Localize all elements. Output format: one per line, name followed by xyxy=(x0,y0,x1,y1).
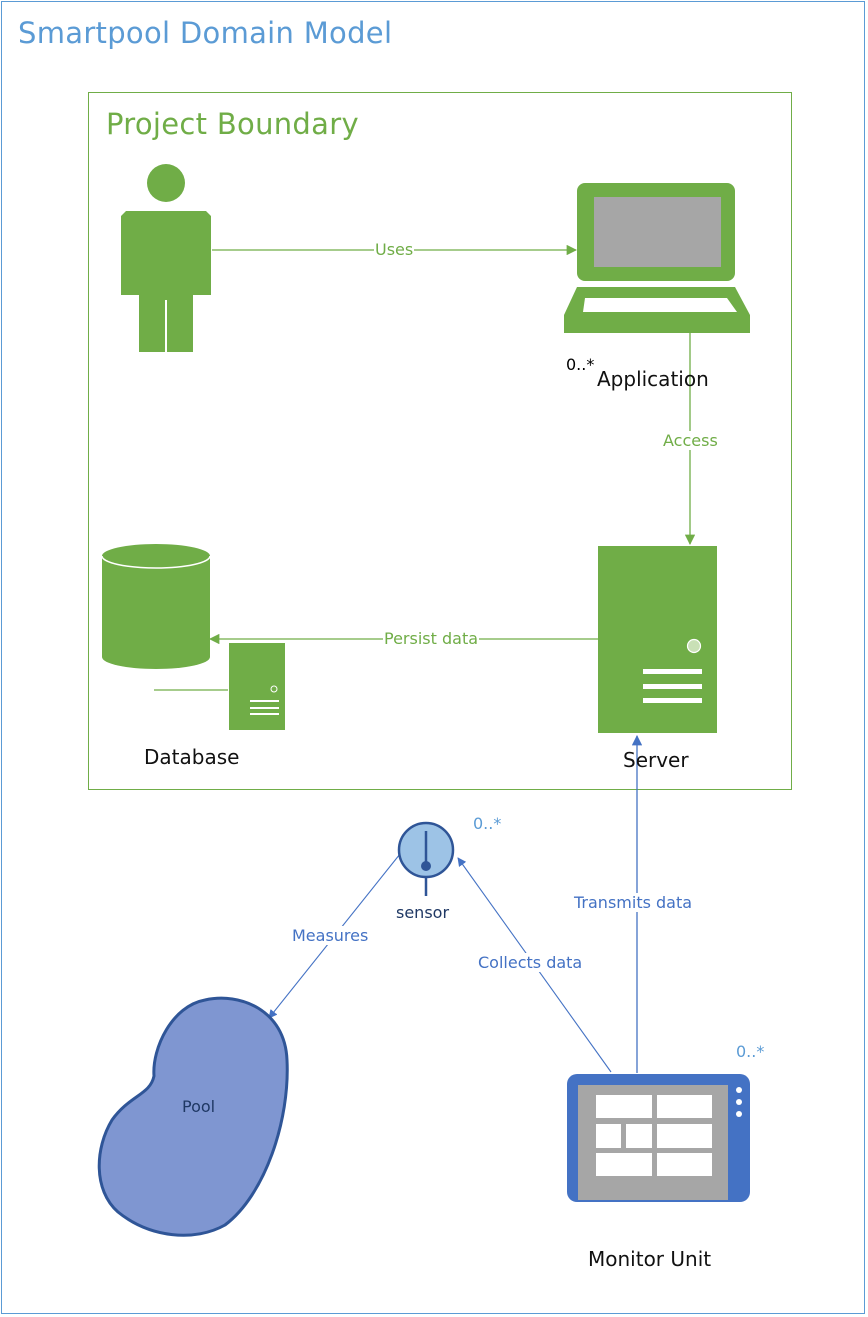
gauge-icon xyxy=(397,821,455,896)
person-icon xyxy=(121,164,211,352)
edge-label-persist: Persist data xyxy=(383,629,480,648)
pool-label: Pool xyxy=(182,1097,216,1116)
edge-label-uses: Uses xyxy=(374,240,415,259)
database-label: Database xyxy=(144,745,240,769)
server-icon xyxy=(598,546,717,733)
project-boundary-frame xyxy=(88,92,792,790)
database-server-icon xyxy=(229,643,285,730)
edge-label-transmits: Transmits data xyxy=(573,893,694,912)
server-label: Server xyxy=(623,748,689,772)
edge-label-access: Access xyxy=(662,431,719,450)
tablet-icon xyxy=(567,1074,750,1202)
monitor-multiplicity: 0..* xyxy=(736,1042,765,1061)
laptop-icon xyxy=(564,183,750,333)
monitor-label: Monitor Unit xyxy=(588,1247,712,1271)
application-multiplicity: 0..* xyxy=(566,355,595,374)
sensor-multiplicity: 0..* xyxy=(473,814,502,833)
diagram-title: Smartpool Domain Model xyxy=(18,16,393,50)
sensor-label: sensor xyxy=(396,903,450,922)
edge-label-measures: Measures xyxy=(291,926,370,945)
boundary-title: Project Boundary xyxy=(106,107,359,141)
database-icon xyxy=(101,544,211,669)
edge-label-collects: Collects data xyxy=(477,953,584,972)
application-label: Application xyxy=(597,367,709,391)
pool-shape xyxy=(97,996,289,1237)
